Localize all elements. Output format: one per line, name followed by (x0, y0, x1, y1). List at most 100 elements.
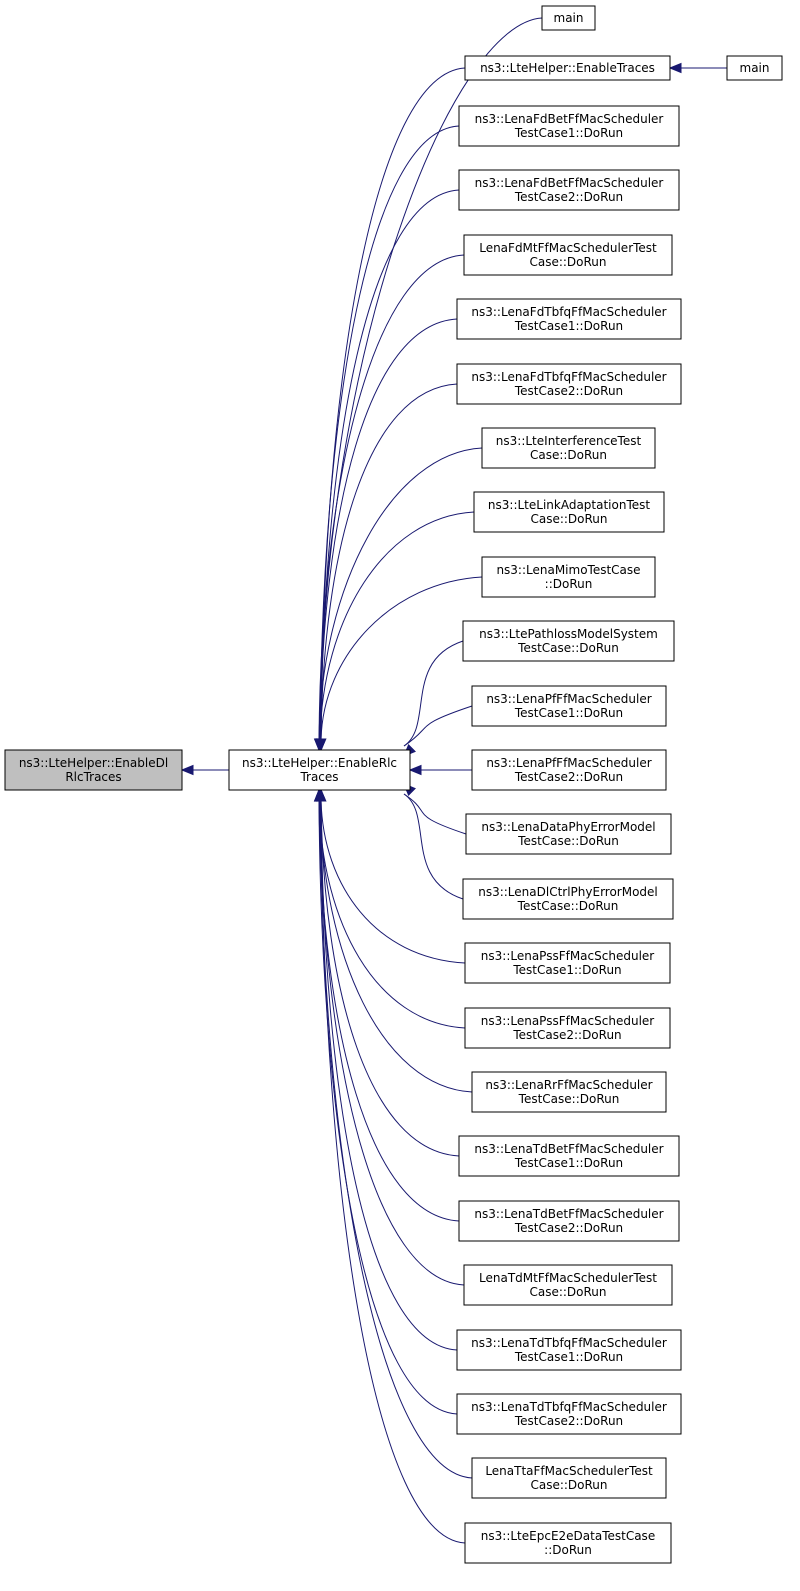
node-enable_traces-box (464, 55, 671, 81)
edge-dataphyerr-to-enable_rlc_traces (403, 783, 467, 835)
node-pf1[interactable]: ns3::LenaPfFfMacSchedulerTestCase1::DoRu… (471, 685, 667, 727)
node-pss2-label-1: TestCase2::DoRun (512, 1028, 621, 1042)
node-fdtbfq2-label-1: TestCase2::DoRun (514, 384, 623, 398)
node-enable_rlc_traces-box (228, 749, 411, 791)
node-fdtbfq2-box (456, 363, 682, 405)
edge-tdtbfq1-to-enable_rlc_traces (315, 788, 458, 1351)
node-tdtbfq1-box (456, 1329, 682, 1371)
node-fdbet1-label-1: TestCase1::DoRun (514, 126, 623, 140)
node-main_b[interactable]: main (726, 55, 783, 81)
node-dlctrlphyerr-label-1: TestCase::DoRun (517, 899, 619, 913)
node-tdbet2-label-0: ns3::LenaTdBetFfMacScheduler (474, 1207, 663, 1221)
edge-tdbet2-to-enable_rlc_traces (313, 788, 460, 1222)
node-pf2-label-1: TestCase2::DoRun (514, 770, 623, 784)
node-tdbet2[interactable]: ns3::LenaTdBetFfMacSchedulerTestCase2::D… (458, 1200, 680, 1242)
node-mimo-box (481, 556, 656, 598)
node-fdtbfq1-label-0: ns3::LenaFdTbfqFfMacScheduler (471, 305, 666, 319)
node-pf2-box (471, 749, 667, 791)
node-enable_traces[interactable]: ns3::LteHelper::EnableTraces (464, 55, 671, 81)
node-epce2e-label-0: ns3::LteEpcE2eDataTestCase (481, 1529, 655, 1543)
nodes-layer: ns3::LteHelper::EnableDlRlcTracesns3::Lt… (4, 5, 783, 1564)
node-tdtbfq1[interactable]: ns3::LenaTdTbfqFfMacSchedulerTestCase1::… (456, 1329, 682, 1371)
edge-tdmt-to-enable_rlc_traces (314, 788, 465, 1286)
node-tta-label-0: LenaTtaFfMacSchedulerTest (485, 1464, 653, 1478)
node-tdmt-label-1: Case::DoRun (529, 1285, 606, 1299)
node-tdtbfq2[interactable]: ns3::LenaTdTbfqFfMacSchedulerTestCase2::… (456, 1393, 682, 1435)
node-enable_dl_rlc_traces-label-0: ns3::LteHelper::EnableDl (19, 756, 168, 770)
node-enable_traces-label-0: ns3::LteHelper::EnableTraces (480, 61, 655, 75)
node-pss1[interactable]: ns3::LenaPssFfMacSchedulerTestCase1::DoR… (464, 942, 671, 984)
edge-enable_rlc_traces-to-enable_dl_rlc_traces (180, 764, 229, 776)
node-fdmt-label-0: LenaFdMtFfMacSchedulerTest (479, 241, 657, 255)
node-epce2e[interactable]: ns3::LteEpcE2eDataTestCase::DoRun (464, 1522, 672, 1564)
node-tdtbfq1-label-0: ns3::LenaTdTbfqFfMacScheduler (471, 1336, 667, 1350)
node-main_b-box (726, 55, 783, 81)
node-pss1-label-1: TestCase1::DoRun (512, 963, 621, 977)
node-pss2[interactable]: ns3::LenaPssFfMacSchedulerTestCase2::DoR… (464, 1007, 671, 1049)
node-pathloss[interactable]: ns3::LtePathlossModelSystemTestCase::DoR… (462, 620, 675, 662)
edge-enable_traces-to-enable_rlc_traces (315, 67, 466, 752)
node-fdbet2-label-0: ns3::LenaFdBetFfMacScheduler (475, 176, 664, 190)
node-pf1-label-0: ns3::LenaPfFfMacScheduler (486, 692, 651, 706)
node-pf2[interactable]: ns3::LenaPfFfMacSchedulerTestCase2::DoRu… (471, 749, 667, 791)
node-pss2-box (464, 1007, 671, 1049)
node-tdbet1-box (458, 1135, 680, 1177)
edge-epce2e-to-enable_rlc_traces (315, 788, 466, 1544)
node-linkadapt-label-0: ns3::LteLinkAdaptationTest (488, 498, 650, 512)
node-dlctrlphyerr-box (462, 878, 674, 920)
node-fdbet1-label-0: ns3::LenaFdBetFfMacScheduler (475, 112, 664, 126)
edge-fdtbfq2-to-enable_rlc_traces (315, 383, 458, 752)
node-fdtbfq1[interactable]: ns3::LenaFdTbfqFfMacSchedulerTestCase1::… (456, 298, 682, 340)
node-fdbet1-box (458, 105, 680, 147)
edge-fdmt-to-enable_rlc_traces (313, 254, 465, 752)
edge-mimo-to-enable_rlc_traces (315, 576, 483, 752)
node-mimo[interactable]: ns3::LenaMimoTestCase::DoRun (481, 556, 656, 598)
node-pf1-label-1: TestCase1::DoRun (514, 706, 623, 720)
node-fdbet2[interactable]: ns3::LenaFdBetFfMacSchedulerTestCase2::D… (458, 169, 680, 211)
node-pss2-label-0: ns3::LenaPssFfMacScheduler (481, 1014, 654, 1028)
node-pf2-label-0: ns3::LenaPfFfMacScheduler (486, 756, 651, 770)
node-dataphyerr[interactable]: ns3::LenaDataPhyErrorModelTestCase::DoRu… (465, 813, 672, 855)
node-tdtbfq1-label-1: TestCase1::DoRun (514, 1350, 623, 1364)
edge-fdtbfq1-to-enable_rlc_traces (314, 318, 458, 752)
node-tta-label-1: Case::DoRun (530, 1478, 607, 1492)
node-fdtbfq2-label-0: ns3::LenaFdTbfqFfMacScheduler (471, 370, 666, 384)
node-interference-box (481, 427, 656, 469)
node-main_a-box (541, 5, 596, 31)
node-tdbet2-box (458, 1200, 680, 1242)
node-fdbet1[interactable]: ns3::LenaFdBetFfMacSchedulerTestCase1::D… (458, 105, 680, 147)
node-main_a-label-0: main (554, 11, 584, 25)
node-fdmt-label-1: Case::DoRun (529, 255, 606, 269)
node-main_b-label-0: main (740, 61, 770, 75)
edge-pf1-to-enable_rlc_traces (403, 705, 473, 757)
node-pathloss-box (462, 620, 675, 662)
node-fdtbfq1-label-1: TestCase1::DoRun (514, 319, 623, 333)
node-pathloss-label-1: TestCase::DoRun (517, 641, 619, 655)
node-linkadapt-box (473, 491, 665, 533)
node-interference-label-0: ns3::LteInterferenceTest (496, 434, 642, 448)
node-mimo-label-1: ::DoRun (545, 577, 593, 591)
node-pss1-box (464, 942, 671, 984)
node-tdmt-label-0: LenaTdMtFfMacSchedulerTest (479, 1271, 657, 1285)
node-dlctrlphyerr[interactable]: ns3::LenaDlCtrlPhyErrorModelTestCase::Do… (462, 878, 674, 920)
node-tdbet1[interactable]: ns3::LenaTdBetFfMacSchedulerTestCase1::D… (458, 1135, 680, 1177)
node-epce2e-label-1: ::DoRun (544, 1543, 592, 1557)
edge-interference-to-enable_rlc_traces (313, 447, 483, 752)
node-tdmt-box (463, 1264, 673, 1306)
node-fdtbfq2[interactable]: ns3::LenaFdTbfqFfMacSchedulerTestCase2::… (456, 363, 682, 405)
node-tdtbfq2-box (456, 1393, 682, 1435)
node-tta-box (471, 1457, 667, 1499)
node-pf1-box (471, 685, 667, 727)
node-pathloss-label-0: ns3::LtePathlossModelSystem (479, 627, 658, 641)
node-main_a[interactable]: main (541, 5, 596, 31)
edge-linkadapt-to-enable_rlc_traces (314, 511, 475, 752)
